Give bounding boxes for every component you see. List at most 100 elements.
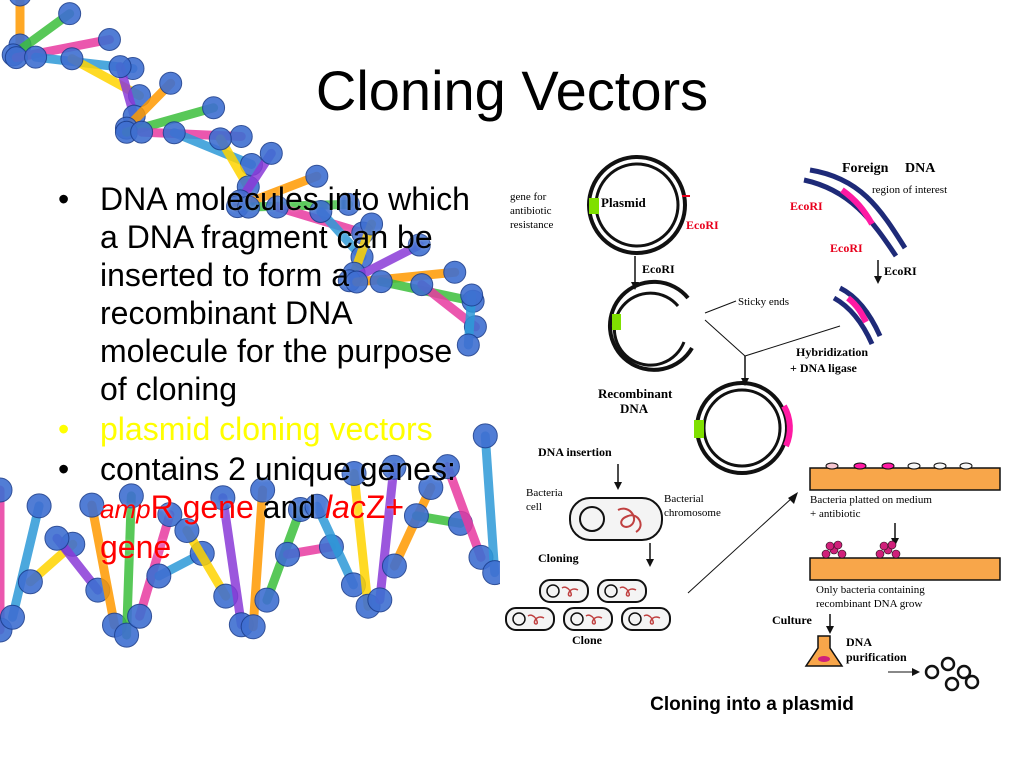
helix-bead [407,233,431,257]
dna-helix-background [0,0,500,648]
bullet-list: • DNA molecules into which a DNA fragmen… [58,180,478,568]
helix-bead [97,28,121,52]
helix-bead [456,333,480,357]
label-recombinant-dna: DNA [620,401,649,416]
helix-bead [210,485,236,511]
helix-bead [130,120,154,144]
join-line-right [744,325,841,357]
helix-bead [460,283,484,307]
helix-bead [250,477,276,503]
plate-1 [809,462,1001,491]
helix-bead [381,454,407,480]
label-bacteria-platted: Bacteria platted on medium [810,494,932,506]
cloning-diagram: gene for antibiotic resistance Plasmid E… [500,148,1005,733]
bullet-marker: • [58,181,70,217]
label-ecori-arrow2: EcoRI [884,264,917,278]
helix-bead [403,503,429,529]
helix-bead [265,195,289,219]
helix-rung [8,9,75,60]
label-region-of-interest: region of interest [872,184,947,196]
recombinant-plasmid [694,381,793,475]
bacteria-cell [569,497,663,541]
helix-bead [118,483,144,509]
helix-bead [345,270,369,294]
label-cloning: Cloning [538,551,579,565]
helix-bead [108,55,132,79]
helix-bead [157,502,183,528]
arrowhead [614,482,622,490]
helix-bead [259,141,283,165]
helix-bead [418,475,444,501]
helix-bead [240,614,266,640]
purified-plasmids [924,656,980,692]
helix-bead [275,541,301,567]
helix-bead [146,563,172,589]
join-line-left [704,319,746,357]
helix-bead [159,71,183,95]
label-sticky-ends: Sticky ends [738,296,789,308]
foreign-dna-strands [803,167,908,258]
helix-rung [87,500,119,630]
clone-cell [505,607,555,631]
gene-amp-italic: amp [100,494,151,524]
label-recombinant-grow: recombinant DNA grow [816,598,922,610]
helix-rung [7,501,44,622]
helix-bead [17,569,43,595]
helix-rung [312,501,358,590]
diagram-caption: Cloning into a plasmid [650,694,854,715]
label-resistance: resistance [510,219,553,231]
label-chromosome: chromosome [664,507,721,519]
helix-rung [244,199,353,212]
helix-bead [24,45,48,69]
bullet-text: plasmid cloning vectors [100,411,433,447]
label-bacterial: Bacterial [664,493,704,505]
helix-bead [58,2,82,26]
bullet-item-definition: • DNA molecules into which a DNA fragmen… [58,180,478,408]
label-plus-antibiotic: + antibiotic [810,508,861,520]
helix-bead [304,493,330,519]
helix-bead [174,518,200,544]
helix-bead [44,525,70,551]
label-dna-insertion: DNA insertion [538,445,612,459]
helix-bead [305,164,329,188]
helix-bead [60,47,84,71]
label-foreign: Foreign [842,161,889,176]
label-hybridization: Hybridization [796,345,868,359]
pointer-line [704,300,737,314]
bullet-item-plasmid: • plasmid cloning vectors [58,410,478,448]
helix-rung [182,526,231,601]
helix-bead [229,124,253,148]
label-plasmid: Plasmid [601,195,647,210]
purified-plasmid [964,674,980,690]
label-foreign-dna: DNA [905,161,936,176]
helix-bead [162,121,186,145]
diagram-background [500,148,1005,733]
label-recombinant: Recombinant [598,386,673,401]
label-ecori-arrow1: EcoRI [642,262,675,276]
helix-bead [114,622,140,648]
helix-bead [369,270,393,294]
flask-icon [804,635,844,667]
plasmid-ring [587,155,690,255]
helix-bead [360,212,384,236]
helix-bead [482,560,500,586]
helix-bead [202,96,226,120]
label-ecori-foreign-2: EcoRI [830,241,863,255]
clone-cell [539,579,589,603]
label-ecori-plasmid: EcoRI [686,218,719,232]
helix-bead [410,273,434,297]
helix-bead [341,461,367,487]
helix-bead [381,553,407,579]
helix-bead [208,127,232,151]
slide-title: Cloning Vectors [315,59,709,122]
clone-cell [563,607,613,631]
purified-plasmid [956,664,972,680]
helix-bead [0,604,25,630]
gene-amp-rest: R gene [150,489,254,525]
gene-lac-italic: lac [324,489,366,525]
label-dna-ligase: + DNA ligase [790,361,858,375]
helix-bead [0,477,13,503]
helix-rung [122,491,136,640]
label-only-bacteria: Only bacteria containing [816,584,925,596]
bullet-connector: and [253,489,325,525]
